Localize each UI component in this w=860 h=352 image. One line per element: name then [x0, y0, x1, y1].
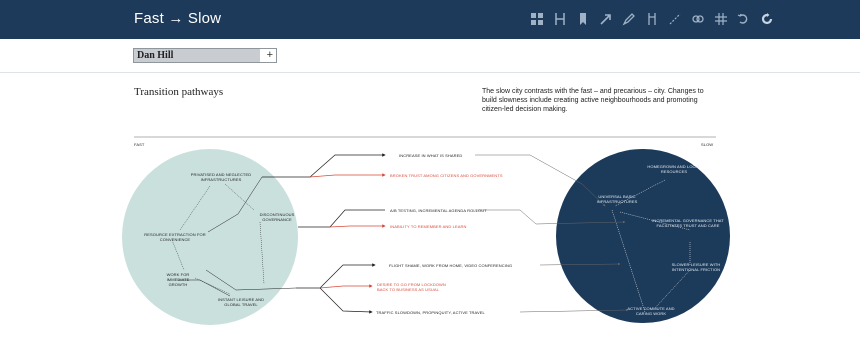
author-chip[interactable]: Dan Hill +: [133, 48, 277, 63]
refresh-icon[interactable]: [755, 9, 778, 29]
intro-text: The slow city contrasts with the fast – …: [482, 88, 704, 113]
columns-alt-icon[interactable]: [640, 9, 663, 29]
fast-node-governance: DISCONTINUOUS GOVERNANCE: [259, 212, 295, 222]
pathway-ab-testing: A/B TESTING, INCREMENTAL AGENDA ROLLOUT: [390, 208, 487, 213]
author-name: Dan Hill: [134, 49, 260, 62]
loop-icon[interactable]: [732, 9, 755, 29]
fast-axis-label: FAST: [134, 142, 145, 147]
fast-node-privatised: PRIVATISED AND NEGLECTED INFRASTRUCTURES: [190, 172, 252, 182]
section-title: Transition pathways: [134, 86, 224, 98]
path-memory-line: [329, 224, 386, 228]
columns-icon[interactable]: [548, 9, 571, 29]
slow-circle: [556, 149, 730, 323]
fast-circle: [122, 149, 298, 325]
pathway-broken-trust: BROKEN TRUST AMONG CITIZENS AND GOVERNME…: [390, 173, 503, 178]
path-trust-line: [309, 173, 386, 178]
path-traffic-continuation: [519, 308, 629, 313]
slow-node-incremental: INCREMENTAL GOVERNANCE THAT FACILITATES …: [652, 218, 724, 228]
fast-feed-line-2: [205, 269, 297, 291]
grid-icon[interactable]: [525, 9, 548, 29]
fast-node-resource: RESOURCE EXTRACTION FOR CONVENIENCE: [144, 232, 206, 242]
fast-feed-line-3: [178, 279, 231, 297]
diagram-graphics: [122, 136, 730, 325]
pathway-traffic-slowdown: TRAFFIC SLOWDOWN, PROPINQUITY, ACTIVE TR…: [376, 310, 485, 315]
transition-diagram: FAST SLOW PRIVATISED AND NEGLECTED INFRA…: [0, 130, 860, 352]
bookmark-icon[interactable]: [571, 9, 594, 29]
slow-node-active-commute: ACTIVE COMMUTE AND CARING WORK: [627, 306, 675, 316]
fast-node-leisure: INSTANT LEISURE AND GLOBAL TRAVEL: [217, 297, 265, 307]
app-title: Fast → Slow: [134, 10, 222, 27]
pathway-inability-remember: INABILITY TO REMEMBER AND LEARN: [390, 224, 467, 229]
pen-icon[interactable]: [617, 9, 640, 29]
path-flightshame-continuation: [539, 262, 621, 266]
slow-axis-label: SLOW: [701, 142, 714, 147]
link-icon[interactable]: [686, 9, 709, 29]
slow-node-slower-leisure: SLOWER LEISURE WITH INTENTIONAL FRICTION: [671, 262, 721, 272]
stroke-icon[interactable]: [663, 9, 686, 29]
slow-node-homegrown: HOMEGROWN AND LOCAL RESOURCES: [647, 164, 701, 174]
slow-node-universal: UNIVERSAL BASIC INFRASTRUCTURES: [596, 194, 638, 204]
pathway-increase-shared: INCREASE IN WHAT IS SHARED: [399, 153, 463, 158]
path-lockdown-line: [319, 284, 373, 289]
top-bar: Fast → Slow: [0, 0, 860, 39]
path-shared-line: [262, 153, 386, 178]
fast-feed-line-1: [207, 176, 263, 233]
toolbar: [525, 9, 778, 29]
pathway-lockdown: DESIRE TO GO FROM LOCKDOWN BACK TO BUSIN…: [377, 282, 446, 292]
path-abtest-line: [298, 209, 385, 228]
path-flightshame-line: [296, 263, 376, 289]
path-traffic-line: [319, 287, 373, 314]
pathway-flight-shame: FLIGHT SHAME, WORK FROM HOME, VIDEO CONF…: [389, 263, 513, 268]
author-row: Dan Hill +: [0, 39, 860, 73]
fast-node-work: WORK FOR IMMEDIATE GROWTH: [166, 272, 190, 287]
slow-node-links: [611, 179, 691, 313]
path-shared-continuation: [475, 154, 606, 207]
arrow-icon[interactable]: [594, 9, 617, 29]
hash-icon[interactable]: [709, 9, 732, 29]
add-author-button[interactable]: +: [266, 49, 273, 61]
path-abtest-continuation: [475, 209, 626, 225]
